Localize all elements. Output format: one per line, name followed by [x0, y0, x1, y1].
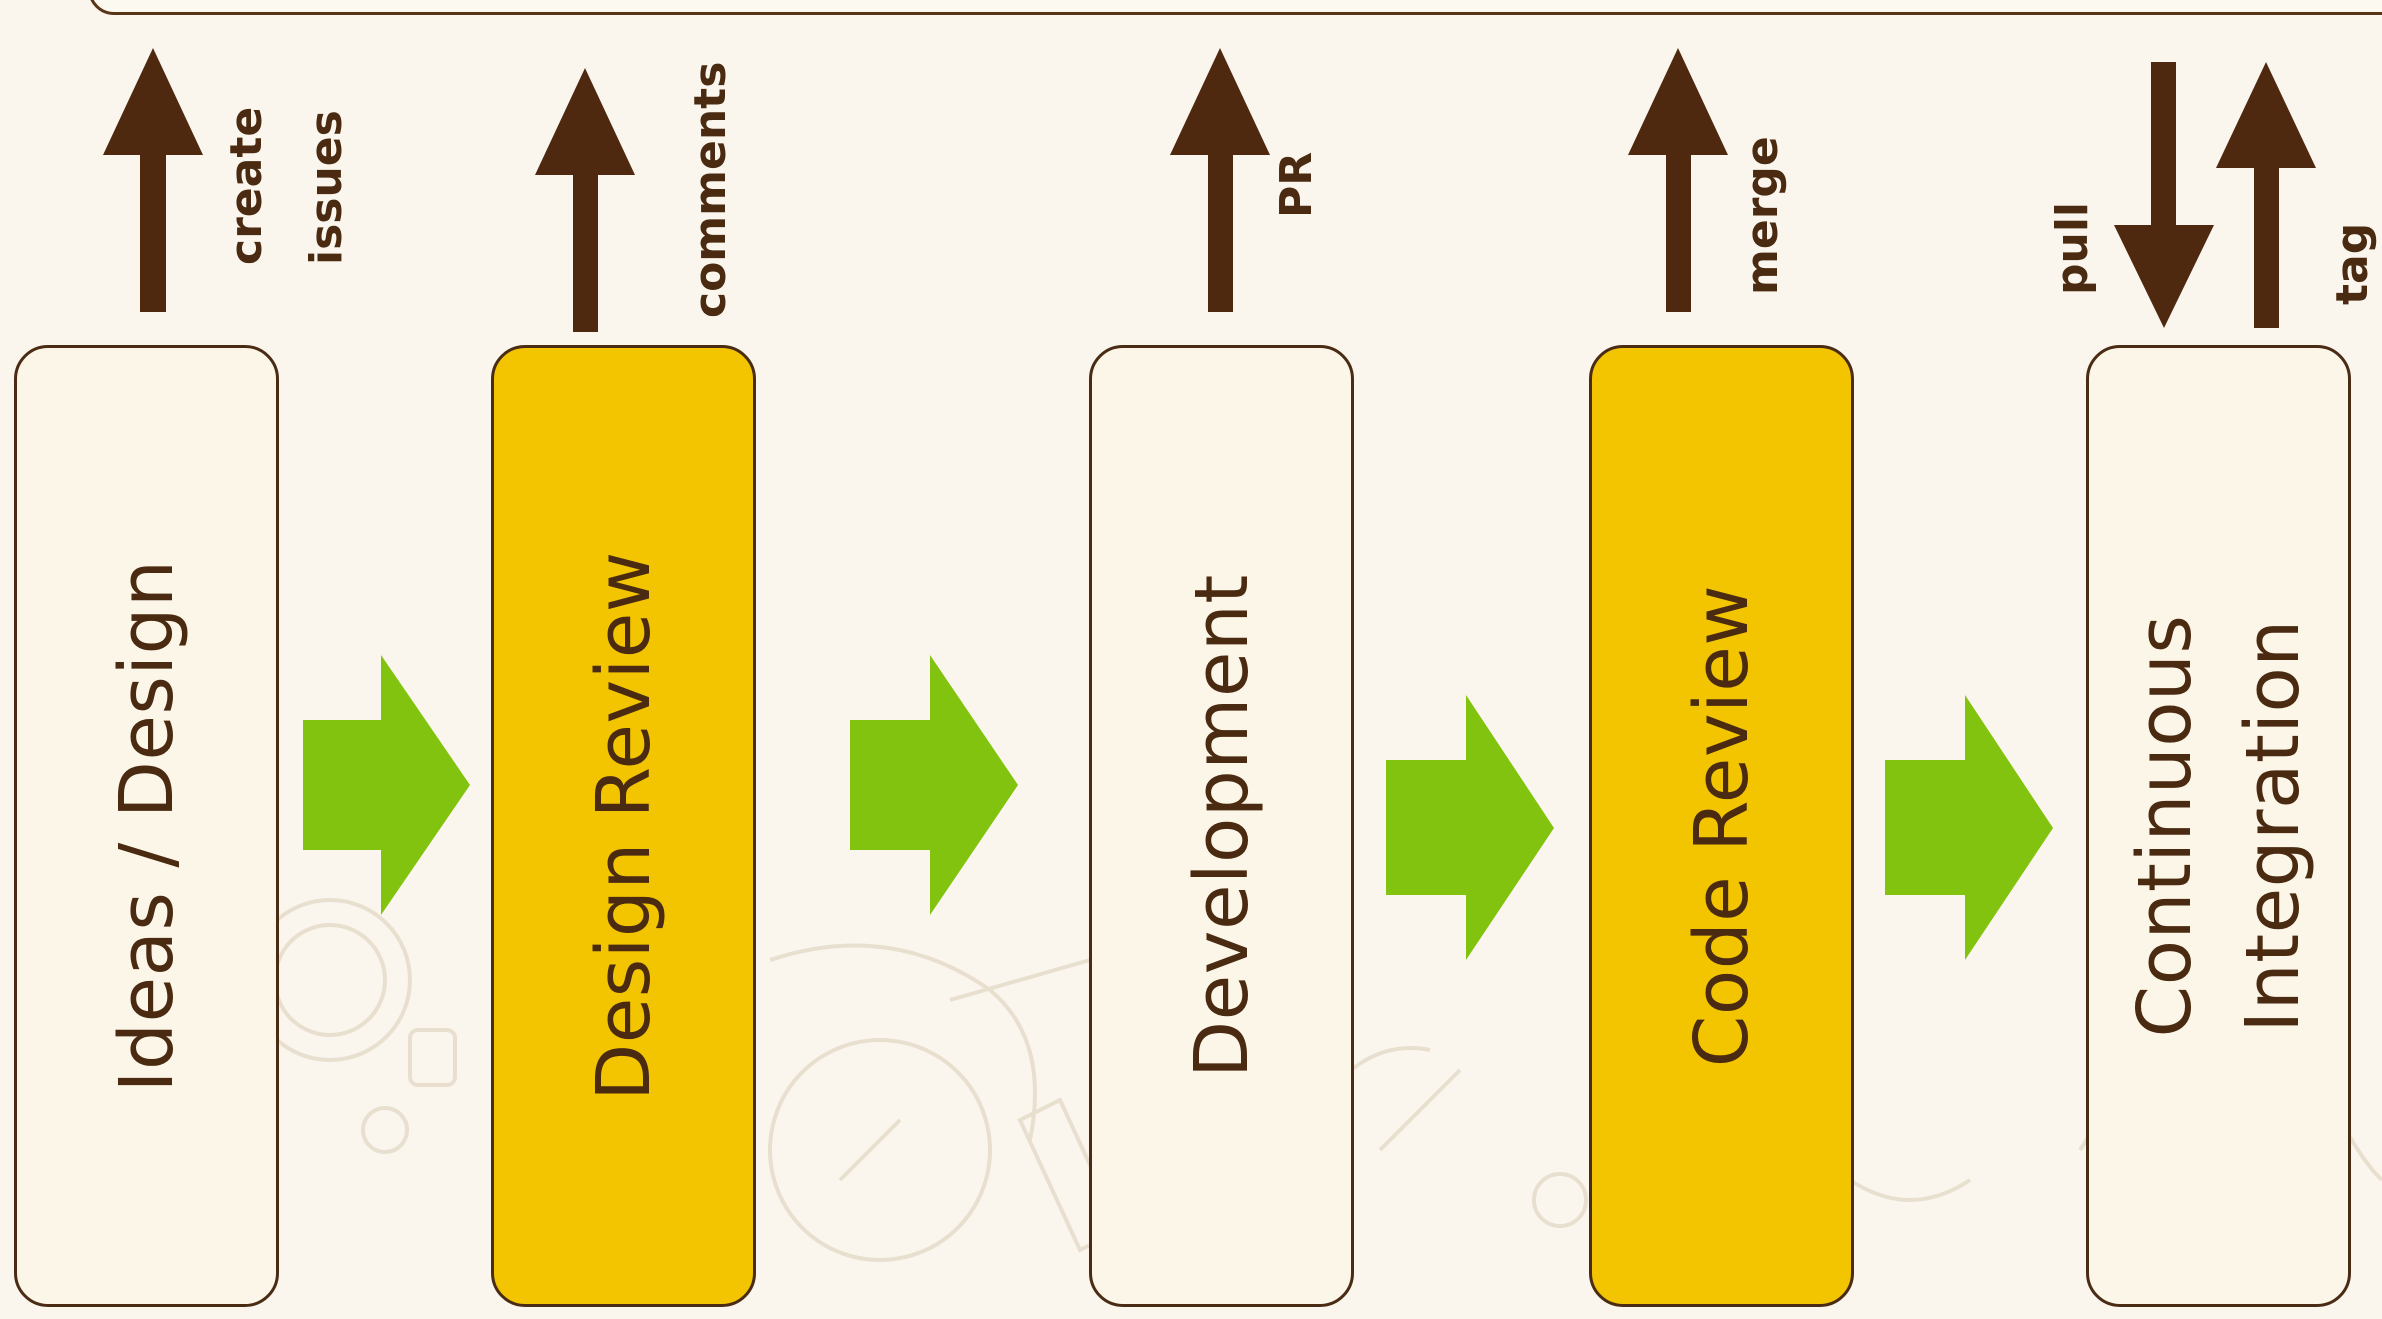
label-pr: PR	[1271, 151, 1322, 218]
flow-arrow-icon	[850, 655, 1018, 915]
stage-design-review: Design Review	[491, 345, 756, 1307]
flow-arrow-icon	[1885, 695, 2053, 960]
label-issues: issues	[301, 110, 352, 265]
label-merge: merge	[1737, 136, 1788, 295]
arrow-up-icon	[103, 48, 203, 312]
arrow-up-icon	[1170, 48, 1270, 312]
stage-code-review: Code Review	[1589, 345, 1854, 1307]
stage-continuous-integration: Continuous Integration	[2086, 345, 2351, 1307]
stage-ideas-design: Ideas / Design	[14, 345, 279, 1307]
stage-development: Development	[1089, 345, 1354, 1307]
arrow-up-icon	[1628, 48, 1728, 312]
label-comments: comments	[685, 61, 736, 318]
label-create: create	[221, 106, 272, 265]
arrow-up-icon	[2216, 62, 2316, 328]
flow-arrow-icon	[1386, 695, 1554, 960]
arrow-up-icon	[535, 68, 635, 332]
label-tag: tag	[2327, 222, 2378, 305]
flow-arrow-icon	[303, 655, 470, 915]
arrow-down-icon	[2114, 62, 2214, 328]
label-pull: pull	[2047, 202, 2098, 295]
